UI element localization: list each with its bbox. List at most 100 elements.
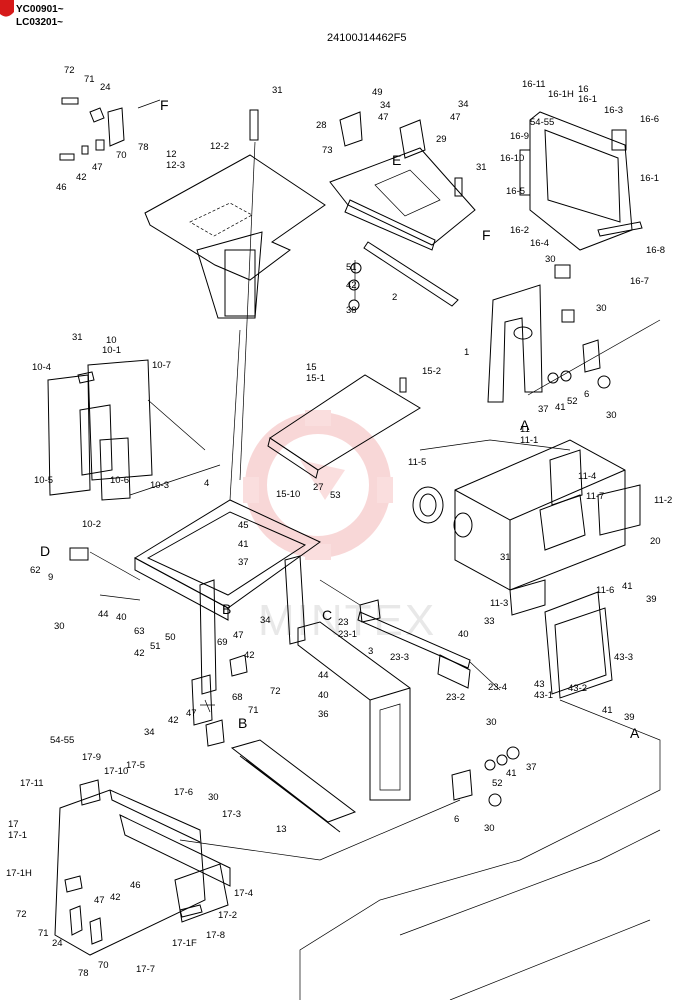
callout-label: 11-3 — [490, 598, 508, 609]
callout-label: 44 — [318, 670, 329, 681]
callout-label: 16 — [578, 84, 589, 95]
callout-label: 43-1 — [534, 690, 553, 701]
callout-label: 43 — [534, 679, 545, 690]
callout-label: 42 — [76, 172, 87, 183]
callout-label: 10-5 — [34, 475, 53, 486]
callout-label: 42 — [134, 648, 145, 659]
callout-label: 50 — [165, 632, 176, 643]
callout-label: 17-1F — [172, 938, 197, 949]
callout-label: 31 — [272, 85, 283, 96]
callout-label: 17-3 — [222, 809, 241, 820]
callout-label: 47 — [378, 112, 389, 123]
callout-label: 51 — [150, 641, 161, 652]
callout-label: 63 — [134, 626, 145, 637]
view-marker-b-upper: B — [222, 601, 231, 617]
callout-label: 16-1H — [548, 89, 574, 100]
callout-label: 17-1H — [6, 868, 32, 879]
callout-label: 6 — [584, 389, 589, 400]
callout-label: 16-2 — [510, 225, 529, 236]
view-marker-f-right: F — [482, 227, 491, 243]
callout-label: 17-5 — [126, 760, 145, 771]
callout-label: 78 — [78, 968, 89, 979]
callout-label: 1 — [464, 347, 469, 358]
callout-label: 10-1 — [102, 345, 121, 356]
callout-label: 71 — [84, 74, 95, 85]
callout-label: 12 — [166, 149, 177, 160]
callout-label: 37 — [526, 762, 537, 773]
callout-label: 16-3 — [604, 105, 623, 116]
callout-label: 30 — [486, 717, 497, 728]
callout-label: 17-1 — [8, 830, 27, 841]
callout-label: 12-2 — [210, 141, 229, 152]
callout-label: 11-5 — [408, 457, 426, 468]
callout-label: 17-11 — [20, 778, 44, 789]
callout-label: 47 — [186, 708, 197, 719]
callout-label: 17-2 — [218, 910, 237, 921]
callout-label: 33 — [484, 616, 495, 627]
callout-label: 47 — [450, 112, 461, 123]
callout-label: 17 — [8, 819, 19, 830]
callout-label: 30 — [484, 823, 495, 834]
callout-label: 31 — [476, 162, 487, 173]
callout-label: 6 — [454, 814, 459, 825]
callout-label: 41 — [238, 539, 249, 550]
callout-label: 16-8 — [646, 245, 665, 256]
callout-label: 43-3 — [614, 652, 633, 663]
callout-label: 47 — [233, 630, 244, 641]
callout-label: 41 — [555, 402, 566, 413]
callout-label: 41 — [622, 581, 633, 592]
callout-label: 44 — [98, 609, 109, 620]
callout-label: 16-9 — [510, 131, 529, 142]
callout-label: 23-4 — [488, 682, 507, 693]
callout-label: 70 — [98, 960, 109, 971]
callout-label: 24 — [52, 938, 63, 949]
callout-label: 78 — [138, 142, 149, 153]
callout-label: 11-1 — [520, 435, 538, 446]
callout-label: 17-9 — [82, 752, 101, 763]
corner-mark — [0, 0, 14, 17]
callout-label: 9 — [48, 572, 53, 583]
callout-label: 15 — [306, 362, 317, 373]
callout-label: 49 — [372, 87, 383, 98]
callout-label: 11-4 — [578, 471, 596, 482]
callout-label: 47 — [94, 895, 105, 906]
callout-label: 51 — [346, 262, 357, 273]
view-marker-e: E — [392, 152, 401, 168]
callout-label: 54-55 — [530, 117, 554, 128]
callout-label: 62 — [30, 565, 41, 576]
callout-label: 10-4 — [32, 362, 51, 373]
callout-label: 17-7 — [136, 964, 155, 975]
callout-label: 11-6 — [596, 585, 614, 596]
callout-label: 16-4 — [530, 238, 549, 249]
callout-label: 12-3 — [166, 160, 185, 171]
callout-label: 3 — [368, 646, 373, 657]
callout-label: 52 — [567, 396, 578, 407]
callout-label: 42 — [244, 650, 255, 661]
callout-label: 10-2 — [82, 519, 101, 530]
callout-label: 36 — [318, 709, 329, 720]
callout-label: 30 — [208, 792, 219, 803]
callout-label: 70 — [116, 150, 127, 161]
callout-label: 16-5 — [506, 186, 525, 197]
callout-label: 4 — [204, 478, 209, 489]
callout-label: 16-11 — [522, 79, 546, 90]
callout-label: 37 — [238, 557, 249, 568]
view-marker-b-lower: B — [238, 715, 247, 731]
callout-label: 11-7 — [586, 491, 604, 502]
callout-label: 39 — [646, 594, 657, 605]
callout-label: 40 — [116, 612, 127, 623]
callout-label: 29 — [436, 134, 447, 145]
callout-label: 13 — [276, 824, 287, 835]
callout-label: 17-8 — [206, 930, 225, 941]
callout-label: 2 — [392, 292, 397, 303]
callout-label: 28 — [316, 120, 327, 131]
callout-labels: 7271247078464247311212-312-2493447283447… — [6, 65, 672, 979]
callout-label: 37 — [538, 404, 549, 415]
serial-range-1: YC00901~ — [16, 4, 64, 15]
callout-label: 45 — [238, 520, 249, 531]
callout-label: 24 — [100, 82, 111, 93]
callout-label: 17-10 — [104, 766, 128, 777]
view-marker-a-upper: A — [520, 417, 530, 433]
view-marker-d: D — [40, 543, 50, 559]
